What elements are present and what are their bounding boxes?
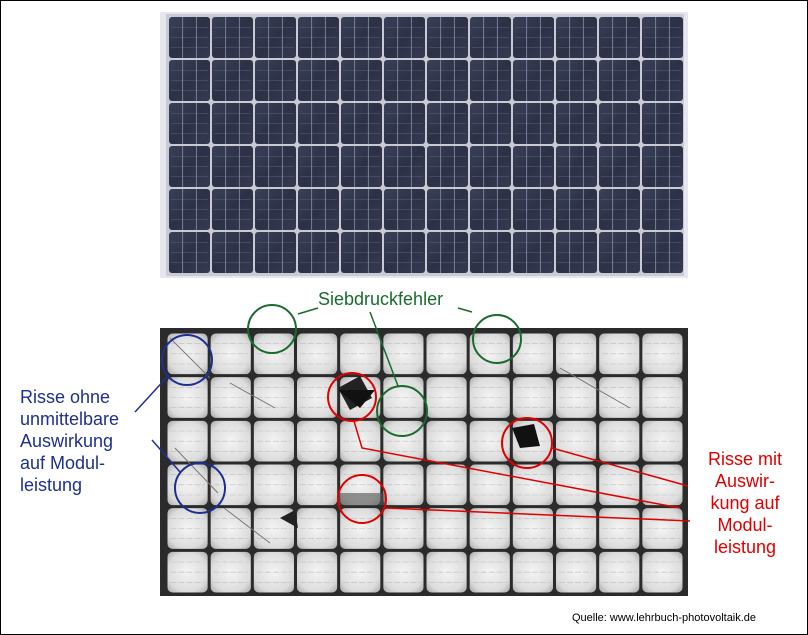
label-line: auf Modul- bbox=[20, 453, 106, 473]
label-line: Risse mit bbox=[707, 449, 782, 469]
label-cracks-with-effect: Risse mit Auswir- kung auf Modul- leistu… bbox=[700, 448, 790, 558]
label-line: leistung bbox=[713, 537, 777, 557]
label-line: Auswirkung bbox=[20, 431, 114, 451]
label-line: Modul- bbox=[717, 515, 773, 535]
label-line: leistung bbox=[20, 475, 83, 495]
label-cracks-no-effect: Risse ohne unmittelbare Auswirkung auf M… bbox=[20, 386, 119, 496]
label-line: Risse ohne bbox=[20, 387, 111, 407]
electroluminescence-image bbox=[160, 328, 688, 596]
label-siebdruckfehler: Siebdruckfehler bbox=[318, 289, 444, 309]
solar-module-photo bbox=[160, 12, 688, 278]
source-caption: Quelle: www.lehrbuch-photovoltaik.de bbox=[572, 612, 757, 624]
label-line: kung auf bbox=[710, 493, 780, 513]
label-line: Auswir- bbox=[714, 471, 775, 491]
label-line: unmittelbare bbox=[20, 409, 120, 429]
